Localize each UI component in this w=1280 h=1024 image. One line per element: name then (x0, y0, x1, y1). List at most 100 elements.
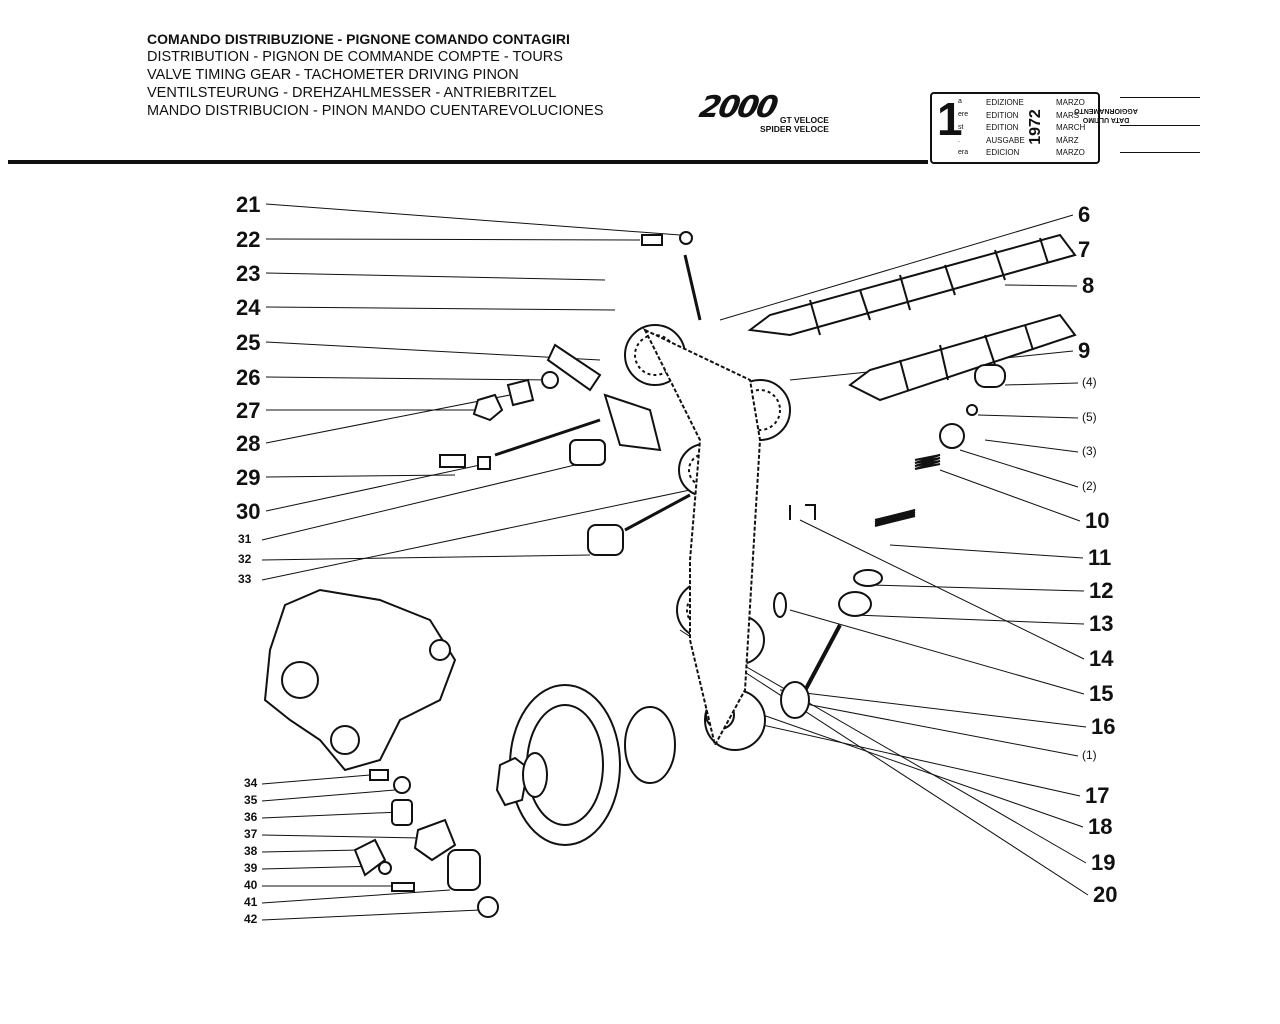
edition-word: EDITION (986, 123, 1019, 133)
leader-line (977, 414, 1079, 419)
callout-14: 14 (1089, 646, 1114, 671)
edition-box: 1 a ere st . era EDIZIONE EDITION EDITIO… (930, 92, 1100, 164)
tensioner-spring (546, 343, 602, 392)
washer-30 (477, 456, 491, 470)
sleeve-41 (447, 849, 481, 891)
leader-line (261, 889, 451, 904)
edition-month: MARCH (1056, 123, 1086, 133)
leader-line (261, 909, 481, 921)
callout-40: 40 (244, 878, 258, 892)
crankshaft-pulley (495, 684, 676, 846)
pulley-nut (495, 756, 530, 807)
callout-32: 32 (238, 552, 252, 566)
callout-33: 33 (238, 572, 252, 586)
timing-sprockets (624, 324, 791, 751)
callout-25: 25 (236, 330, 261, 355)
callout-28: 28 (236, 431, 261, 456)
leader-line (799, 519, 1085, 660)
leader-line (265, 474, 456, 478)
leader-line (699, 639, 1087, 864)
screw-34 (369, 769, 389, 781)
title-italian: COMANDO DISTRIBUZIONE - PIGNONE COMANDO … (147, 31, 570, 47)
leader-line (959, 449, 1079, 488)
leader-line (261, 849, 361, 853)
nut-27 (472, 393, 504, 422)
title-block: COMANDO DISTRIBUZIONE - PIGNONE COMANDO … (147, 30, 604, 120)
leader-line (261, 811, 401, 819)
tachometer-drive-parts (353, 769, 499, 918)
callout-3: (3) (1082, 444, 1097, 458)
leader-line (261, 834, 421, 839)
leader-line (789, 609, 1085, 695)
edition-suffix: a (958, 98, 962, 105)
tensioner-body (603, 393, 662, 452)
leader-line (261, 774, 371, 785)
flange-37 (413, 818, 457, 862)
leader-line (265, 464, 481, 512)
edition-months: MARZO MARS MARCH MÄRZ MARZO (1056, 97, 1085, 160)
callout-41: 41 (244, 895, 258, 909)
edition-word: EDIZIONE (986, 98, 1024, 107)
outer-spring (874, 509, 916, 527)
leader-line (679, 629, 1089, 896)
edition-number: 1 (937, 93, 963, 145)
leader-line (889, 544, 1084, 559)
title-english: VALVE TIMING GEAR - TACHOMETER DRIVING P… (147, 67, 519, 83)
callout-30: 30 (236, 499, 261, 524)
leader-line (1004, 284, 1078, 287)
valve-assembly (773, 364, 1006, 719)
bolt-29 (439, 454, 466, 468)
leader-line (265, 203, 681, 236)
edition-month: MÄRZ (1056, 135, 1079, 145)
valve-head (780, 681, 810, 719)
leader-line (265, 376, 551, 381)
callout-12: 12 (1089, 578, 1114, 603)
edition-word: AUSGABE (986, 135, 1025, 145)
leader-line (265, 272, 606, 281)
leader-line (869, 584, 1085, 592)
callout-8: 8 (1082, 273, 1095, 298)
model-variants: GT VELOCE SPIDER VELOCE (760, 116, 829, 134)
callout-4: (4) (1082, 375, 1097, 389)
pinion-36 (391, 799, 413, 826)
bolt-40 (391, 882, 415, 892)
callout-20: 20 (1093, 882, 1118, 907)
callout-35: 35 (244, 793, 258, 807)
callout-19: 19 (1091, 850, 1116, 875)
callout-42: 42 (244, 912, 258, 926)
callout-9: 9 (1078, 338, 1091, 363)
bolt-22 (641, 234, 663, 246)
callout-23: 23 (236, 261, 261, 286)
edition-month: MARZO (1056, 148, 1085, 158)
timing-chain (642, 327, 762, 748)
callout-37: 37 (244, 827, 258, 841)
edition-word: EDITION (986, 110, 1019, 120)
update-line (1120, 97, 1200, 98)
callout-11: 11 (1088, 545, 1112, 570)
leader-line (1004, 382, 1079, 386)
leader-line (939, 469, 1081, 522)
title-french: DISTRIBUTION - PIGNON DE COMMANDE COMPTE… (147, 49, 563, 65)
callout-29: 29 (236, 465, 261, 490)
exhaust-camshaft (747, 233, 1077, 337)
leader-line (261, 489, 691, 581)
leader-line (265, 341, 601, 361)
callout-18: 18 (1088, 814, 1113, 839)
water-pump-housing (263, 588, 457, 772)
callout-22: 22 (236, 227, 261, 252)
leader-line (261, 789, 396, 802)
edition-suffix: . (958, 137, 960, 144)
leader-line (261, 554, 591, 561)
leader-line (719, 699, 1084, 828)
callout-21: 21 (236, 192, 261, 217)
tappet (974, 364, 1006, 388)
callout-39: 39 (244, 861, 258, 875)
title-spanish: MANDO DISTRIBUCION - PINON MANDO CUENTAR… (147, 103, 604, 119)
bush-31 (569, 439, 606, 466)
leader-line (784, 699, 1079, 757)
leader-line (779, 689, 1087, 728)
leader-line (854, 614, 1085, 625)
callout-13: 13 (1089, 611, 1114, 636)
callout-27: 27 (236, 398, 261, 423)
